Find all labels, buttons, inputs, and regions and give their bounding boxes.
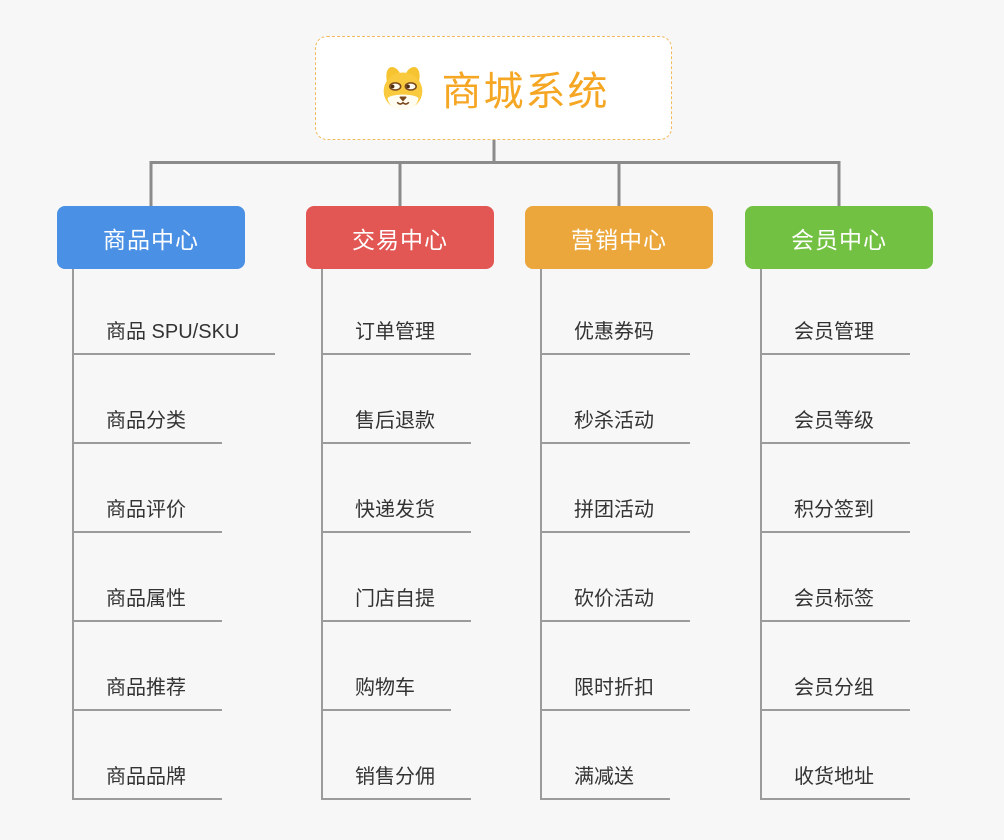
item-node[interactable]: 商品评价 [72, 444, 222, 533]
item-node[interactable]: 积分签到 [760, 444, 910, 533]
item-node[interactable]: 会员分组 [760, 622, 910, 711]
item-node[interactable]: 商品 SPU/SKU [72, 266, 276, 355]
item-node[interactable]: 优惠券码 [540, 266, 690, 355]
item-node[interactable]: 砍价活动 [540, 533, 690, 622]
item-node[interactable]: 商品属性 [72, 533, 222, 622]
branch-trunk-line [72, 269, 74, 800]
branch-node-trade-center[interactable]: 交易中心 [306, 206, 494, 269]
branch-items: 商品 SPU/SKU 商品分类 商品评价 商品属性 商品推荐 商品品牌 [72, 266, 276, 800]
root-node[interactable]: 商城系统 [315, 36, 672, 140]
root-title: 商城系统 [441, 70, 610, 114]
item-node[interactable]: 商品推荐 [72, 622, 222, 711]
item-node[interactable]: 售后退款 [321, 355, 471, 444]
branch-items: 会员管理 会员等级 积分签到 会员标签 会员分组 收货地址 [760, 266, 910, 800]
branch-node-product-center[interactable]: 商品中心 [57, 206, 245, 269]
branch-node-member-center[interactable]: 会员中心 [745, 206, 933, 269]
item-node[interactable]: 订单管理 [321, 266, 471, 355]
item-node[interactable]: 销售分佣 [321, 711, 471, 800]
item-node[interactable]: 会员管理 [760, 266, 910, 355]
item-node[interactable]: 商品分类 [72, 355, 222, 444]
branch-trunk-line [321, 269, 323, 800]
item-node[interactable]: 满减送 [540, 711, 670, 800]
branch-node-marketing-center[interactable]: 营销中心 [525, 206, 713, 269]
branch-items: 订单管理 售后退款 快递发货 门店自提 购物车 销售分佣 [321, 266, 471, 800]
dog-face-icon [383, 67, 422, 110]
branch-trunk-line [540, 269, 542, 800]
branch-trunk-line [760, 269, 762, 800]
item-node[interactable]: 限时折扣 [540, 622, 690, 711]
item-node[interactable]: 商品品牌 [72, 711, 222, 800]
item-node[interactable]: 会员等级 [760, 355, 910, 444]
item-node[interactable]: 收货地址 [760, 711, 910, 800]
item-node[interactable]: 会员标签 [760, 533, 910, 622]
item-node[interactable]: 拼团活动 [540, 444, 690, 533]
branch-items: 优惠券码 秒杀活动 拼团活动 砍价活动 限时折扣 满减送 [540, 266, 690, 800]
item-node[interactable]: 快递发货 [321, 444, 471, 533]
item-node[interactable]: 秒杀活动 [540, 355, 690, 444]
item-node[interactable]: 购物车 [321, 622, 451, 711]
item-node[interactable]: 门店自提 [321, 533, 471, 622]
